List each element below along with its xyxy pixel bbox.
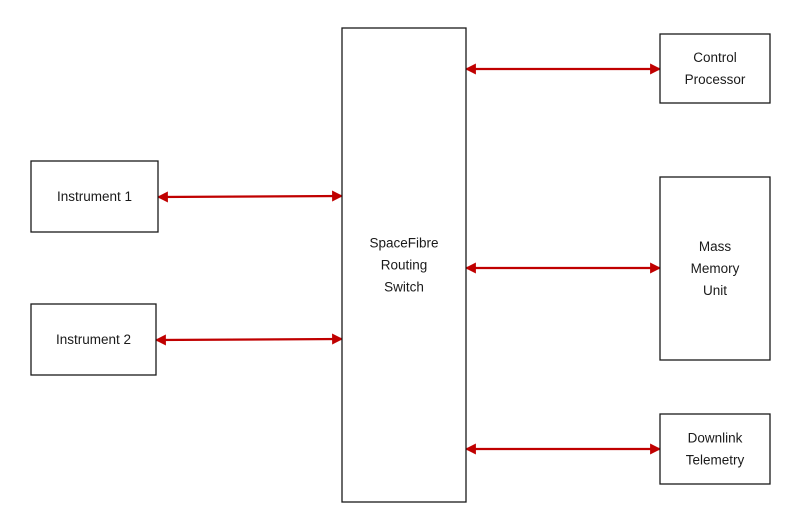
links-layer xyxy=(154,63,662,455)
node-box xyxy=(659,176,771,361)
link-instrument-2-to-switch xyxy=(154,333,344,346)
node-label-line: Processor xyxy=(685,72,746,87)
node-label-line: Instrument 2 xyxy=(56,332,131,347)
node-label-line: Unit xyxy=(703,283,727,298)
link-instrument-1-to-switch xyxy=(156,190,344,203)
node-box xyxy=(30,160,159,233)
node-label-line: Control xyxy=(693,50,737,65)
node-label-line: Memory xyxy=(691,261,740,276)
node-label-line: Switch xyxy=(384,280,424,295)
node-label-line: SpaceFibre xyxy=(369,236,438,251)
node-box xyxy=(659,33,771,104)
bidirectional-arrow xyxy=(156,190,344,203)
node-label-line: Telemetry xyxy=(686,453,745,468)
node-instrument-1: Instrument 1 xyxy=(30,160,159,233)
node-instrument-2: Instrument 2 xyxy=(30,303,157,376)
node-box xyxy=(659,413,771,485)
node-label-line: Routing xyxy=(381,258,428,273)
node-box xyxy=(30,303,157,376)
node-label-line: Instrument 1 xyxy=(57,189,132,204)
node-label-line: Mass xyxy=(699,239,732,254)
bidirectional-arrow xyxy=(154,333,344,346)
node-label-line: Downlink xyxy=(688,431,743,446)
node-box xyxy=(341,27,467,503)
